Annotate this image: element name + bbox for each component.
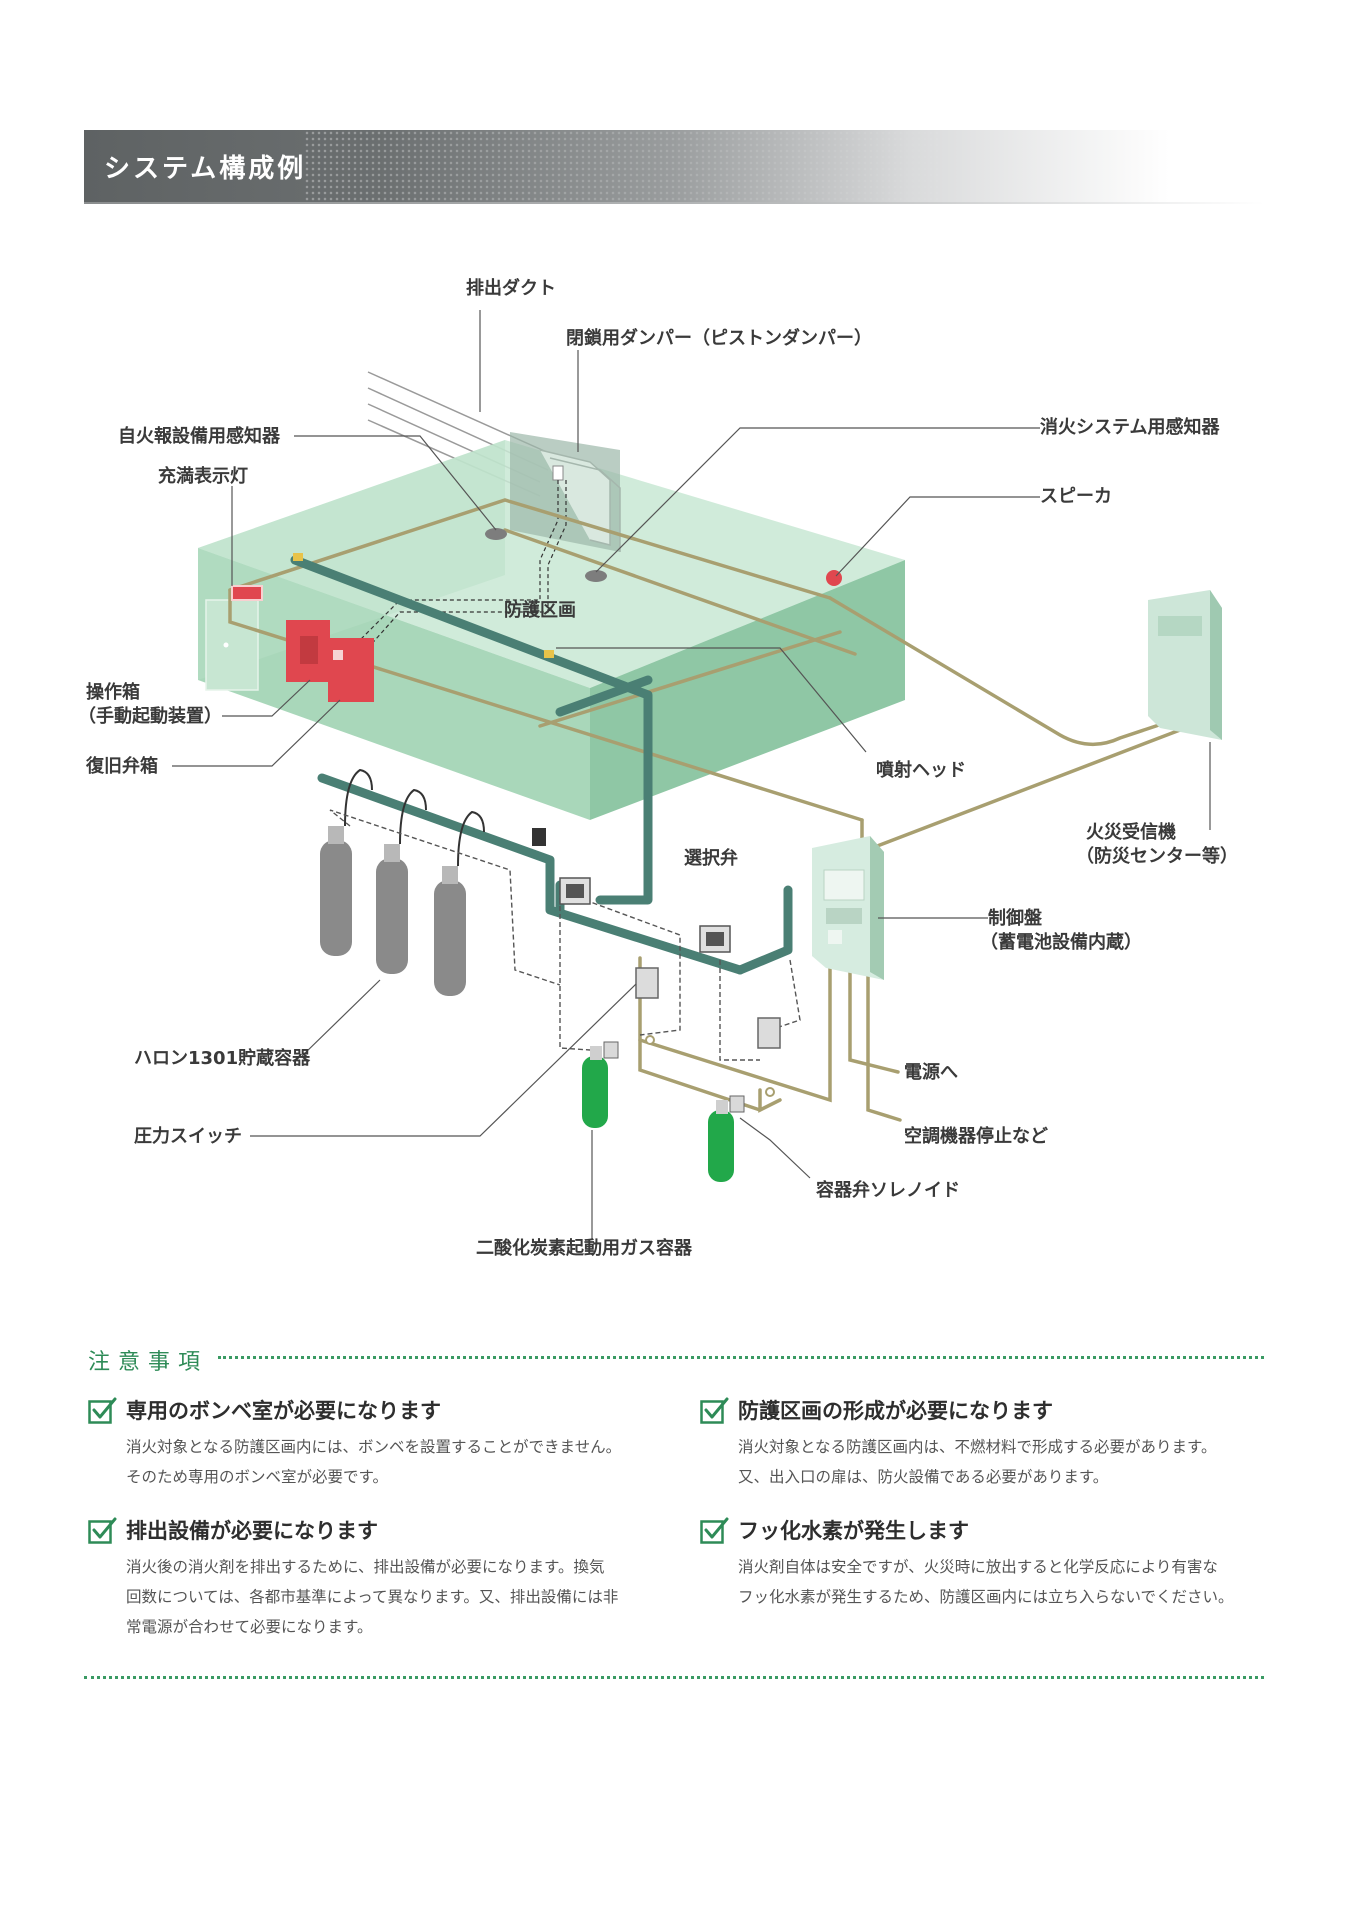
diagram-artwork — [172, 310, 1222, 1240]
note-hydrogen-fluoride: フッ化水素が発生します 消火剤自体は安全ですが、火災時に放出すると化学反応により… — [700, 1514, 1260, 1612]
note-text-line: 常電源が合わせて必要になります。 — [126, 1618, 373, 1636]
label-speaker: スピーカ — [1040, 486, 1112, 507]
checkbox-icon — [88, 1517, 117, 1544]
protected-room — [198, 440, 905, 820]
leader-lines — [172, 310, 1211, 1240]
label-damper: 閉鎖用ダンパー（ピストンダンパー） — [566, 328, 872, 349]
note-text-line: 消火後の消火剤を排出するために、排出設備が必要になります。換気 — [126, 1558, 605, 1576]
label-spray-head: 噴射ヘッド — [876, 760, 966, 781]
label-operation-box: 操作箱 — [86, 682, 140, 703]
system-diagram: 排出ダクト 閉鎖用ダンパー（ピストンダンパー） 自火報設備用感知器 充満表示灯 … — [78, 278, 1238, 1259]
pressure-switches — [635, 967, 781, 1097]
label-control-panel: 制御盤 — [988, 908, 1042, 929]
note-text-line: 消火対象となる防護区画内は、不燃材料で形成する必要があります。 — [738, 1438, 1217, 1456]
checkbox-icon — [700, 1397, 729, 1424]
note-exhaust: 排出設備が必要になります 消火後の消火剤を排出するために、排出設備が必要になりま… — [88, 1514, 648, 1642]
note-heading: フッ化水素が発生します — [738, 1519, 969, 1543]
piping — [290, 555, 793, 975]
sensors — [231, 528, 842, 658]
checkbox-icon — [700, 1517, 729, 1544]
label-to-power: 電源へ — [904, 1062, 958, 1083]
note-text-line: フッ化水素が発生するため、防護区画内には立ち入らないでください。 — [738, 1588, 1234, 1606]
header-underline — [84, 202, 1264, 204]
checkbox-icon — [88, 1397, 117, 1424]
label-extinguish-sensor: 消火システム用感知器 — [1040, 417, 1220, 438]
control-panel — [812, 836, 884, 980]
label-fire-receiver-sub: （防災センター等） — [1076, 846, 1238, 867]
note-text-line: 消火剤自体は安全ですが、火災時に放出すると化学反応により有害な — [738, 1558, 1218, 1576]
label-co2-container: 二酸化炭素起動用ガス容器 — [476, 1238, 692, 1259]
note-text-line: 消火対象となる防護区画内には、ボンベを設置することができません。 — [126, 1438, 622, 1456]
notes-top-divider — [218, 1356, 1264, 1359]
notes-title: 注意事項 — [88, 1350, 209, 1375]
label-pressure-switch: 圧力スイッチ — [134, 1126, 242, 1147]
label-selector-valve: 選択弁 — [684, 848, 738, 869]
label-container-solenoid: 容器弁ソレノイド — [816, 1180, 960, 1201]
duct-box — [359, 432, 621, 649]
label-control-panel-sub: （蓄電池設備内蔵） — [980, 932, 1142, 953]
note-heading: 専用のボンベ室が必要になります — [126, 1399, 441, 1423]
note-heading: 防護区画の形成が必要になります — [738, 1399, 1053, 1423]
label-fire-alarm-sensor: 自火報設備用感知器 — [118, 426, 280, 447]
label-fire-receiver: 火災受信機 — [1086, 822, 1176, 843]
note-heading: 排出設備が必要になります — [126, 1519, 378, 1543]
label-reset-valve-box: 復旧弁箱 — [86, 756, 158, 777]
halon-cylinders — [320, 768, 546, 996]
co2-cylinders — [582, 1041, 745, 1182]
label-filled-indicator: 充満表示灯 — [158, 466, 248, 487]
fire-receiver — [1148, 590, 1222, 740]
note-protected-zone: 防護区画の形成が必要になります 消火対象となる防護区画内は、不燃材料で形成する必… — [700, 1394, 1260, 1492]
header-band — [84, 130, 1264, 202]
note-text-line: 又、出入口の扉は、防火設備である必要があります。 — [738, 1468, 1109, 1486]
note-cylinder-room: 専用のボンベ室が必要になります 消火対象となる防護区画内には、ボンベを設置するこ… — [88, 1394, 648, 1492]
label-halon-container: ハロン1301貯蔵容器 — [134, 1048, 311, 1069]
label-protected-zone: 防護区画 — [504, 600, 576, 621]
label-hvac-stop: 空調機器停止など — [904, 1126, 1048, 1147]
selector-valves — [559, 877, 731, 953]
label-operation-box-sub: （手動起動装置） — [78, 706, 222, 727]
note-text-line: そのため専用のボンベ室が必要です。 — [126, 1468, 388, 1486]
note-text-line: 回数については、各都市基準によって異なります。又、排出設備には非 — [126, 1588, 619, 1606]
page-title: システム構成例 — [104, 154, 307, 184]
label-exhaust-duct: 排出ダクト — [466, 278, 556, 299]
red-boxes — [286, 620, 374, 702]
notes-bottom-divider — [84, 1676, 1264, 1679]
